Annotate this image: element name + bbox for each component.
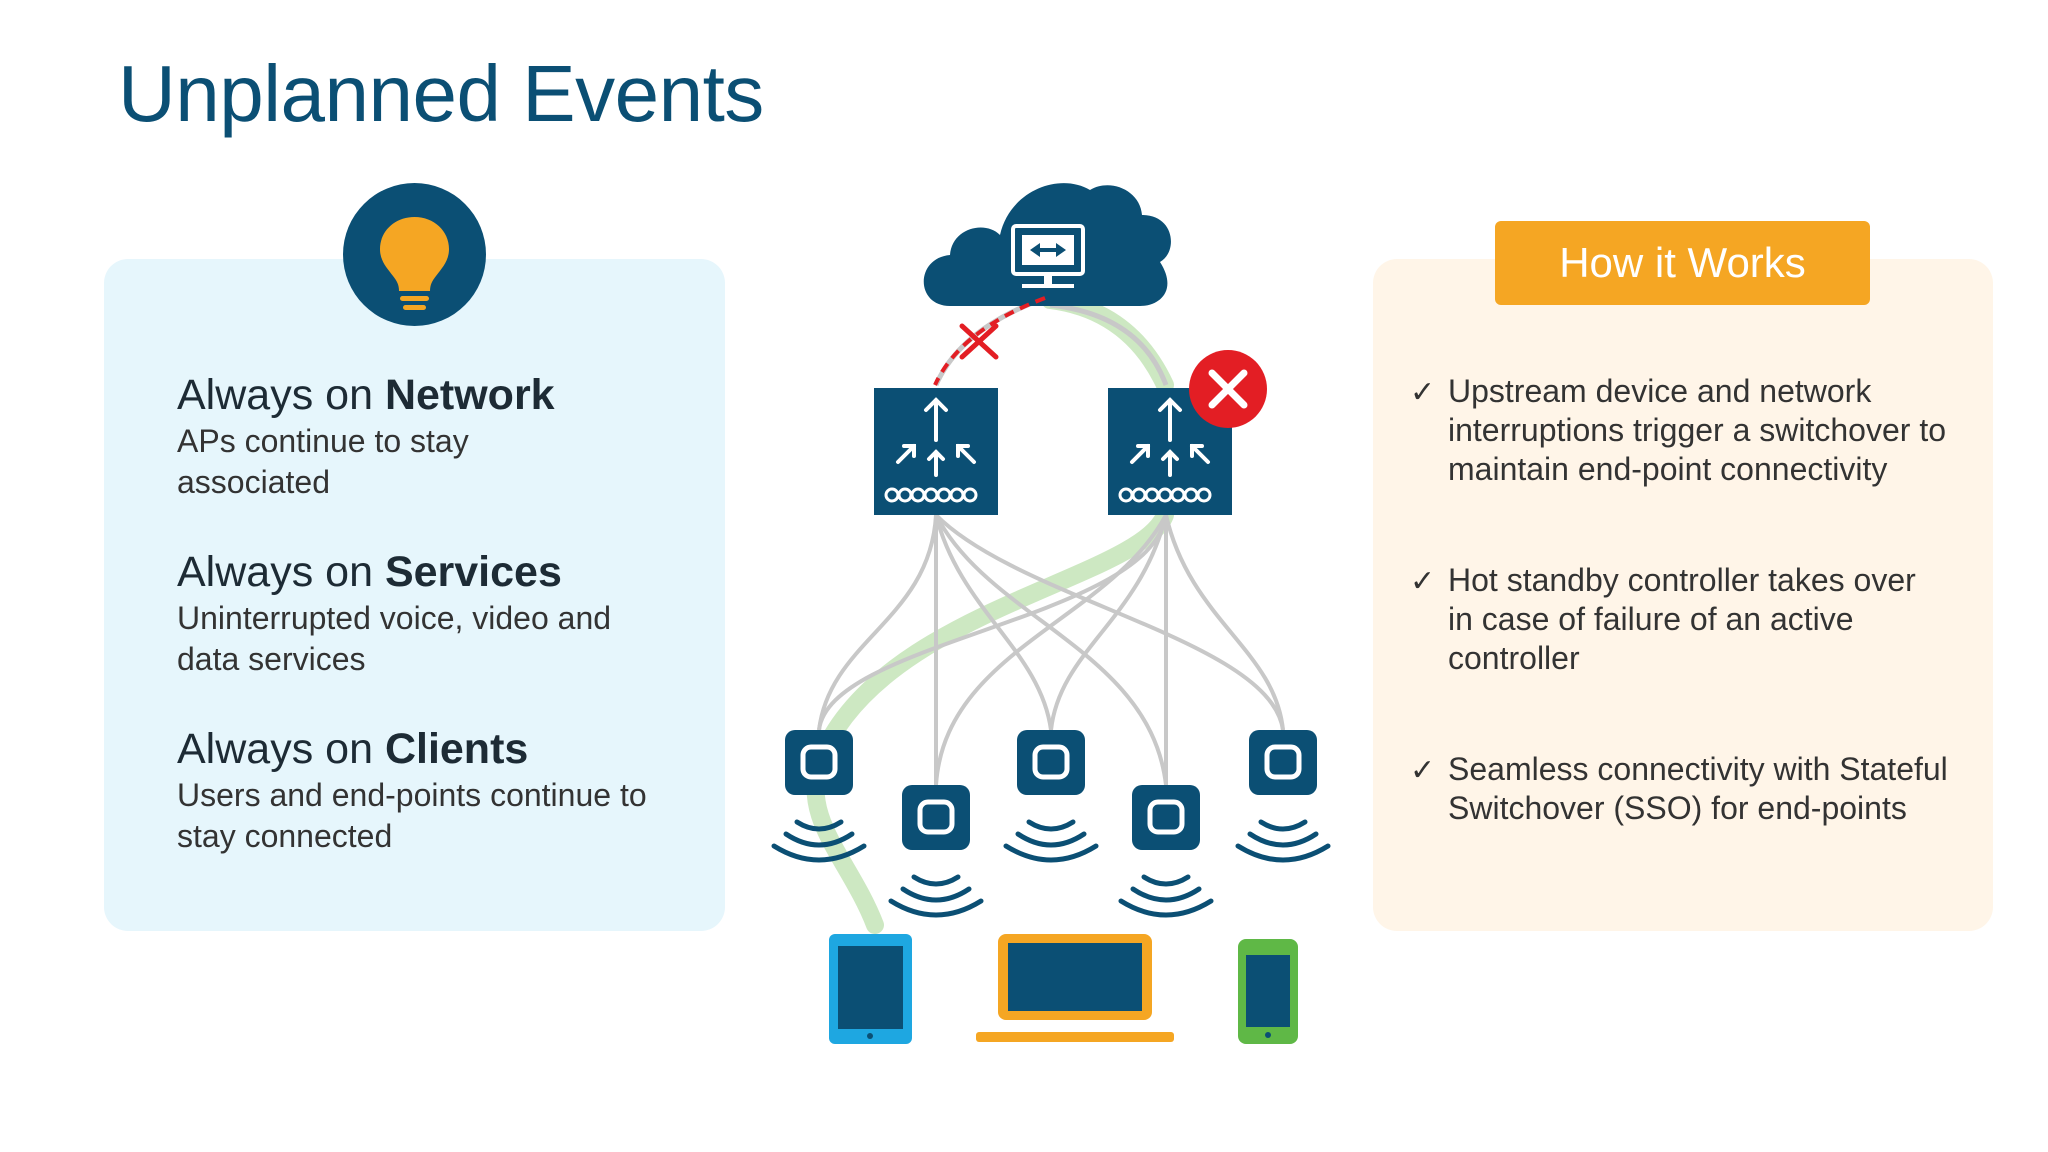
laptop-icon xyxy=(976,934,1174,1042)
server-icon xyxy=(1011,224,1085,288)
wireless-controller-icon xyxy=(874,388,998,515)
feature-network: Always on Network APs continue to stay a… xyxy=(177,369,555,503)
phone-icon xyxy=(1238,939,1298,1044)
access-point-icon xyxy=(1235,730,1331,863)
feature-heading: Always on Network xyxy=(177,371,555,419)
link-break-icon xyxy=(959,323,999,360)
feature-description: Uninterrupted voice, video and data serv… xyxy=(177,600,612,677)
bullet-text: Seamless connectivity with Stateful Swit… xyxy=(1448,751,1948,826)
downlinks xyxy=(817,513,1285,786)
access-point-icon xyxy=(771,730,867,863)
page-title: Unplanned Events xyxy=(118,49,764,138)
access-point-icon xyxy=(1118,785,1214,918)
feature-clients: Always on Clients Users and end-points c… xyxy=(177,723,677,857)
left-panel xyxy=(104,259,725,931)
lightbulb-badge xyxy=(343,183,486,326)
access-point-icon xyxy=(1003,730,1099,863)
tablet-icon xyxy=(829,934,912,1044)
feature-services: Always on Services Uninterrupted voice, … xyxy=(177,546,657,680)
feature-description: Users and end-points continue to stay co… xyxy=(177,777,647,854)
right-panel xyxy=(1373,259,1993,931)
how-it-works-label: How it Works xyxy=(1495,221,1870,305)
failure-x-icon xyxy=(1189,350,1267,428)
check-icon: ✓ xyxy=(1410,754,1436,787)
bullet-text: Upstream device and network interruption… xyxy=(1448,373,1946,487)
broken-link xyxy=(933,296,1046,386)
feature-heading: Always on Clients xyxy=(177,725,529,773)
bullet-text: Hot standby controller takes over in cas… xyxy=(1448,562,1916,676)
check-icon: ✓ xyxy=(1410,376,1436,409)
bullet-item: ✓ Seamless connectivity with Stateful Sw… xyxy=(1410,750,1970,828)
feature-description: APs continue to stay associated xyxy=(177,423,469,500)
bullet-item: ✓ Upstream device and network interrupti… xyxy=(1410,372,1970,489)
access-point-icon xyxy=(888,785,984,918)
lightbulb-icon xyxy=(380,217,449,310)
feature-heading: Always on Services xyxy=(177,548,562,596)
bullet-item: ✓ Hot standby controller takes over in c… xyxy=(1410,561,1970,678)
check-icon: ✓ xyxy=(1410,565,1436,598)
